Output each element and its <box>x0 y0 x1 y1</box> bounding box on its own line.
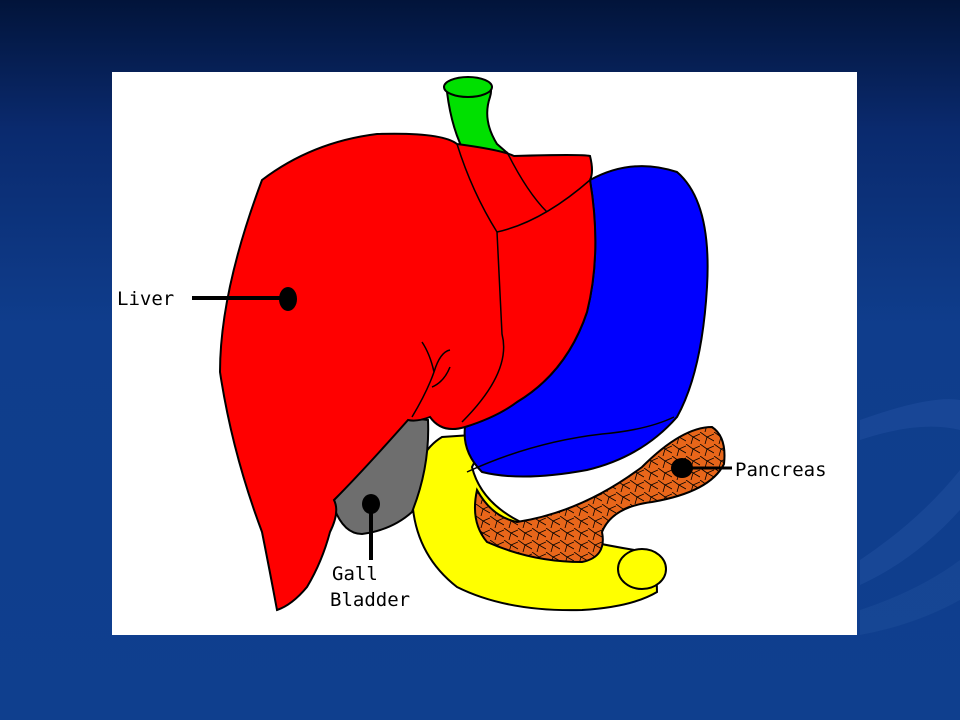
diagram-panel: Liver Gall Bladder Pancreas <box>112 72 857 635</box>
pancreas-label: Pancreas <box>735 459 827 481</box>
liver-vessel <box>411 341 451 418</box>
liver-lobe-line <box>506 151 548 213</box>
pancreas-marker-dot <box>671 458 693 478</box>
liver-label: Liver <box>117 288 174 310</box>
duodenum-end <box>617 548 667 590</box>
digestive-organs-diagram: Liver Gall Bladder Pancreas <box>117 76 827 612</box>
stomach-fold <box>466 416 675 473</box>
liver-lobe-line <box>496 179 591 233</box>
liver-marker-dot <box>279 287 297 311</box>
gall-label-line2: Bladder <box>330 589 410 611</box>
gall-label-line1: Gall <box>332 563 378 585</box>
gall-bladder-marker-dot <box>362 494 380 514</box>
esophagus-opening <box>443 76 493 98</box>
liver-lobe-line <box>456 143 505 423</box>
pancreas <box>474 425 726 564</box>
duodenum <box>410 431 659 612</box>
